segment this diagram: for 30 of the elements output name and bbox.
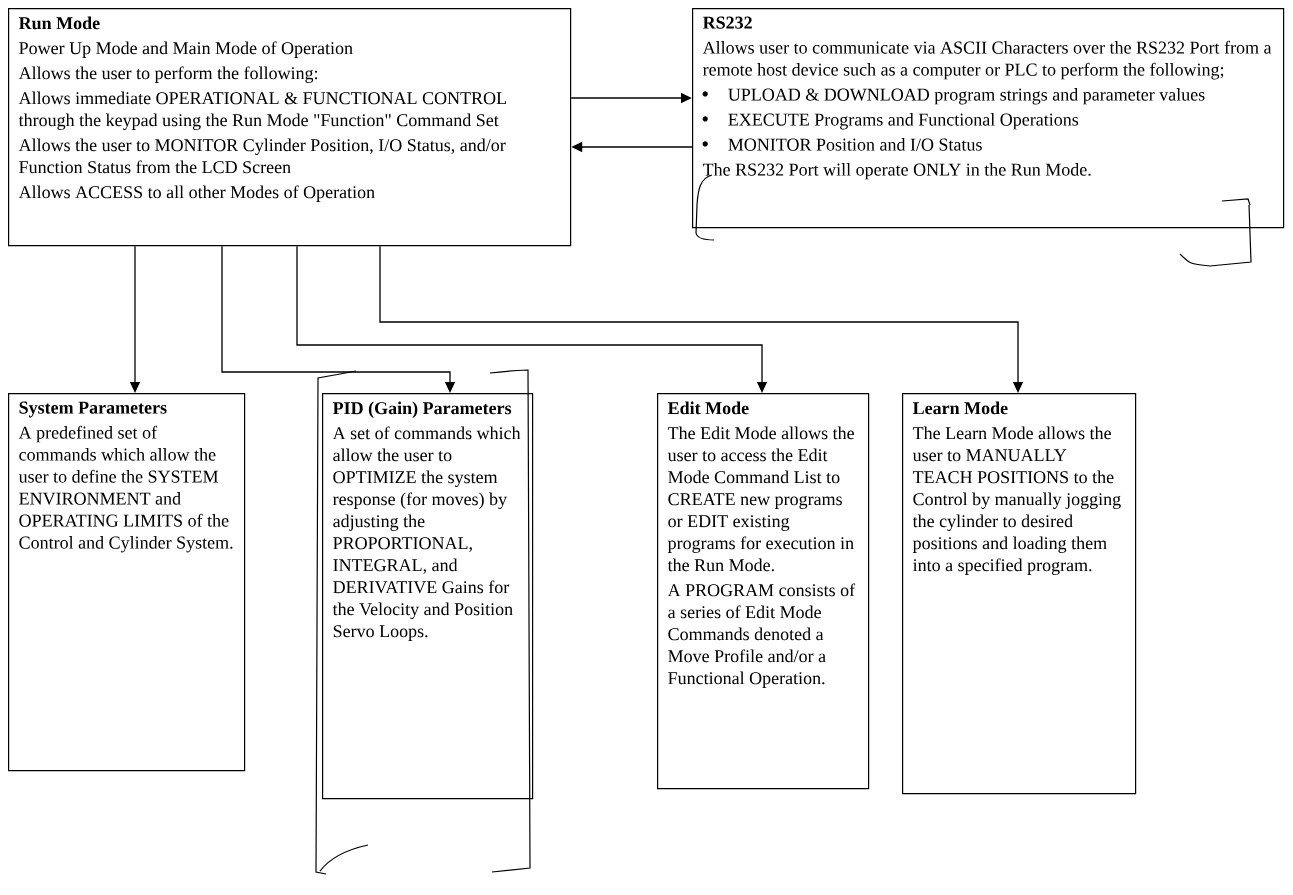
mode-box: [8, 8, 572, 247]
box-text: Allows user to communicate via ASCII Characters over the RS232 Port from a remote host device such as a computer or PLC to perform the following;: [702, 40, 1272, 80]
box-heading: Learn Mode: [912, 401, 1008, 415]
box-heading: System Parameters: [19, 401, 167, 418]
box-text: The Learn Mode allows the user to MANUALLY TEACH POSITIONS to the Control by manually jogging the cylinder to desired positions and loading them into a specified program.: [912, 426, 1121, 575]
arrow: [221, 245, 456, 393]
mode-box: [692, 8, 1285, 229]
box-heading: Edit Mode: [667, 401, 749, 415]
box-heading: Run Mode: [18, 16, 100, 30]
bullet-item: EXECUTE Programs and Functional Operations: [702, 113, 1079, 130]
box-text: Allows ACCESS to all other Modes of Operation: [18, 185, 375, 202]
bullet-item: MONITOR Position and I/O Status: [702, 138, 982, 151]
arrow: [379, 245, 1024, 393]
mode-box: [902, 393, 1137, 795]
bullet-item: UPLOAD & DOWNLOAD program strings and parameter values: [702, 88, 1205, 105]
box-text: A predefined set of commands which allow the user to define the SYSTEM ENVIRONMENT and OPERATING LIMITS of the Control and Cylinder System.: [18, 425, 233, 553]
box-text: A PROGRAM consists of a series of Edit Mode Commands denoted a Move Profile and/or a Functional Operation.: [667, 583, 856, 688]
box-text: The Edit Mode allows the user to access the Edit Mode Command List to CREATE new programs or EDIT existing programs for execution in the Run Mode.: [667, 426, 854, 572]
mode-box: [657, 393, 870, 790]
box-heading: RS232: [702, 16, 752, 29]
box-heading: PID (Gain) Parameters: [332, 401, 512, 418]
box-text: Allows the user to perform the following:: [18, 66, 318, 83]
box-text: Power Up Mode and Main Mode of Operation: [19, 41, 353, 58]
arrow: [296, 245, 768, 393]
mode-box: [8, 393, 246, 772]
box-text: Allows immediate OPERATIONAL & FUNCTIONAL CONTROL through the keypad using the Run Mode "Function" Command Set: [18, 91, 506, 130]
box-text: Allows the user to MONITOR Cylinder Position, I/O Status, and/or Function Status from the LCD Screen: [18, 138, 506, 174]
mode-box: [322, 393, 534, 800]
box-text: A set of commands which allow the user to OPTIMIZE the system response (for moves) by adjusting the PROPORTIONAL, INTEGRAL, and DERIVATIVE Gains for the Velocity and Position Servo Loops.: [332, 426, 521, 641]
box-text: The RS232 Port will operate ONLY in the Run Mode.: [702, 163, 1091, 180]
